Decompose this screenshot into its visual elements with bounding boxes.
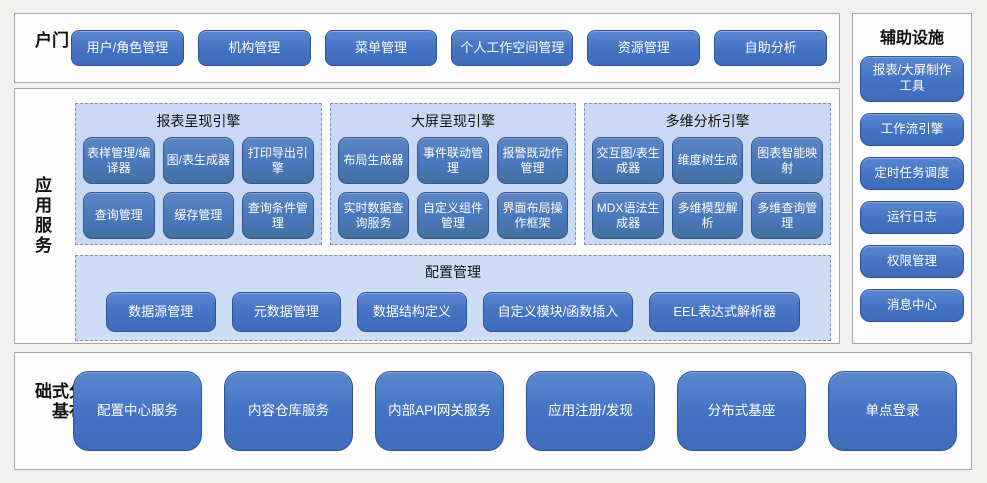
engine-button[interactable]: 表样管理/编译器 bbox=[83, 137, 155, 184]
auxiliary-button[interactable]: 权限管理 bbox=[860, 245, 964, 278]
engine-panel-bigscreen: 大屏呈现引擎 布局生成器 事件联动管理 报警既动作管理 实时数据查询服务 自定义… bbox=[329, 103, 577, 245]
engine-button[interactable]: 布局生成器 bbox=[337, 137, 410, 184]
portal-button[interactable]: 菜单管理 bbox=[324, 30, 438, 66]
auxiliary-button[interactable]: 工作流引擎 bbox=[860, 113, 964, 146]
auxiliary-section: 辅助设施 报表/大屏制作工具 工作流引擎 定时任务调度 运行日志 权限管理 消息… bbox=[852, 13, 972, 344]
base-button-row: 配置中心服务 内容仓库服务 内部API网关服务 应用注册/发现 分布式基座 单点… bbox=[73, 353, 957, 469]
config-button[interactable]: 数据结构定义 bbox=[357, 292, 467, 332]
base-button[interactable]: 单点登录 bbox=[828, 371, 957, 451]
engine-title: 大屏呈现引擎 bbox=[411, 113, 495, 129]
engine-panel-olap: 多维分析引擎 交互图/表生成器 维度树生成 图表智能映射 MDX语法生成器 多维… bbox=[584, 103, 832, 245]
config-button[interactable]: 数据源管理 bbox=[106, 292, 216, 332]
portal-button[interactable]: 自助分析 bbox=[714, 30, 827, 66]
app-services-section: 应用服务 报表呈现引擎 表样管理/编译器 图/表生成器 打印导出引擎 查询管理 … bbox=[14, 88, 840, 344]
config-button[interactable]: 自定义模块/函数插入 bbox=[482, 292, 634, 332]
auxiliary-button[interactable]: 运行日志 bbox=[860, 201, 964, 234]
base-button[interactable]: 分布式基座 bbox=[677, 371, 806, 451]
engine-button[interactable]: 查询条件管理 bbox=[242, 192, 314, 239]
engines-row: 报表呈现引擎 表样管理/编译器 图/表生成器 打印导出引擎 查询管理 缓存管理 … bbox=[75, 103, 832, 245]
engine-button[interactable]: 多维查询管理 bbox=[751, 192, 823, 239]
config-button[interactable]: 元数据管理 bbox=[231, 292, 342, 332]
engine-button[interactable]: 缓存管理 bbox=[162, 192, 235, 239]
engine-button[interactable]: 多维模型解析 bbox=[671, 192, 744, 239]
engine-button[interactable]: 事件联动管理 bbox=[417, 137, 489, 184]
engine-button[interactable]: 维度树生成 bbox=[671, 137, 744, 184]
distributed-base-section: 分布式基础 配置中心服务 内容仓库服务 内部API网关服务 应用注册/发现 分布… bbox=[14, 352, 972, 470]
auxiliary-button[interactable]: 报表/大屏制作工具 bbox=[860, 56, 964, 102]
auxiliary-button[interactable]: 消息中心 bbox=[860, 289, 964, 322]
config-panel: 配置管理 数据源管理 元数据管理 数据结构定义 自定义模块/函数插入 EEL表达… bbox=[75, 255, 831, 341]
portal-button[interactable]: 资源管理 bbox=[587, 30, 701, 66]
portal-button[interactable]: 机构管理 bbox=[197, 30, 311, 66]
portal-section: 门户 用户/角色管理 机构管理 菜单管理 个人工作空间管理 资源管理 自助分析 bbox=[14, 13, 840, 83]
engine-button[interactable]: 打印导出引擎 bbox=[242, 137, 314, 184]
auxiliary-button[interactable]: 定时任务调度 bbox=[860, 157, 964, 190]
base-button[interactable]: 应用注册/发现 bbox=[526, 371, 655, 451]
engine-title: 报表呈现引擎 bbox=[156, 113, 241, 129]
config-button-row: 数据源管理 元数据管理 数据结构定义 自定义模块/函数插入 EEL表达式解析器 bbox=[86, 292, 820, 332]
engine-button[interactable]: 实时数据查询服务 bbox=[337, 192, 410, 239]
engine-button-grid: 布局生成器 事件联动管理 报警既动作管理 实时数据查询服务 自定义组件管理 界面… bbox=[337, 137, 569, 239]
base-button[interactable]: 配置中心服务 bbox=[73, 371, 202, 451]
base-button[interactable]: 内容仓库服务 bbox=[224, 371, 353, 451]
auxiliary-list: 报表/大屏制作工具 工作流引擎 定时任务调度 运行日志 权限管理 消息中心 bbox=[853, 56, 971, 322]
engine-button[interactable]: 查询管理 bbox=[83, 192, 155, 239]
engine-button[interactable]: 交互图/表生成器 bbox=[592, 137, 664, 184]
engine-button[interactable]: 报警既动作管理 bbox=[496, 137, 569, 184]
engine-button-grid: 表样管理/编译器 图/表生成器 打印导出引擎 查询管理 缓存管理 查询条件管理 bbox=[83, 137, 314, 239]
base-button[interactable]: 内部API网关服务 bbox=[375, 371, 504, 451]
engine-title: 多维分析引擎 bbox=[665, 113, 750, 129]
engine-button[interactable]: 图表智能映射 bbox=[751, 137, 823, 184]
config-button[interactable]: EEL表达式解析器 bbox=[649, 292, 801, 332]
app-services-label: 应用服务 bbox=[32, 176, 51, 256]
engine-button-grid: 交互图/表生成器 维度树生成 图表智能映射 MDX语法生成器 多维模型解析 多维… bbox=[592, 137, 823, 239]
auxiliary-title: 辅助设施 bbox=[879, 30, 944, 47]
engine-button[interactable]: MDX语法生成器 bbox=[592, 192, 664, 239]
portal-button-row: 用户/角色管理 机构管理 菜单管理 个人工作空间管理 资源管理 自助分析 bbox=[71, 14, 827, 82]
config-title: 配置管理 bbox=[425, 264, 481, 280]
engine-button[interactable]: 图/表生成器 bbox=[162, 137, 235, 184]
portal-label: 门户 bbox=[32, 31, 68, 51]
engine-button[interactable]: 自定义组件管理 bbox=[417, 192, 489, 239]
portal-button[interactable]: 用户/角色管理 bbox=[71, 30, 184, 66]
engine-panel-report: 报表呈现引擎 表样管理/编译器 图/表生成器 打印导出引擎 查询管理 缓存管理 … bbox=[75, 103, 322, 245]
portal-button[interactable]: 个人工作空间管理 bbox=[451, 30, 574, 66]
engine-button[interactable]: 界面布局操作框架 bbox=[496, 192, 569, 239]
